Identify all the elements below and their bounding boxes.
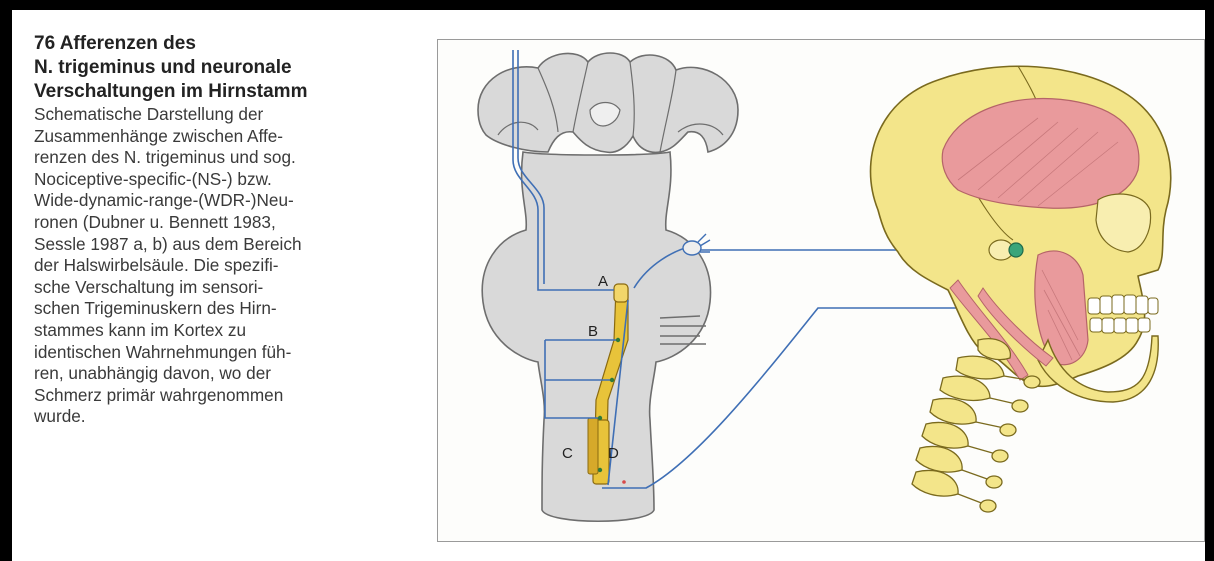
anatomy-diagram: A B C D	[438, 40, 1204, 541]
caption-line: identischen Wahrnehmungen füh-	[34, 342, 422, 364]
caption-line: Zusammenhänge zwischen Affe-	[34, 126, 422, 148]
trigeminal-ganglion	[683, 234, 710, 255]
caption-line: Nociceptive-specific-(NS-) bzw.	[34, 169, 422, 191]
caption-line: Schmerz primär wahrgenommen	[34, 385, 422, 407]
skull-illustration	[871, 66, 1171, 402]
caption-line: wurde.	[34, 406, 422, 428]
figure-title-line: N. trigeminus und neuronale	[34, 56, 422, 80]
caption-line: ren, unabhängig davon, wo der	[34, 363, 422, 385]
caption-line: der Halswirbelsäule. Die spezifi-	[34, 255, 422, 277]
red-marker-dot	[622, 480, 626, 484]
black-frame-right	[1205, 0, 1214, 561]
caption-line: ronen (Dubner u. Bennett 1983,	[34, 212, 422, 234]
label-b: B	[588, 323, 598, 340]
label-d: D	[608, 445, 619, 462]
figure-title-line: Verschaltungen im Hirnstamm	[34, 80, 422, 104]
caption-line: stammes kann im Kortex zu	[34, 320, 422, 342]
label-c: C	[562, 445, 573, 462]
caption-line: Wide-dynamic-range-(WDR-)Neu-	[34, 190, 422, 212]
caption-line: renzen des N. trigeminus und sog.	[34, 147, 422, 169]
black-frame-top	[0, 0, 1214, 10]
figure-caption: Schematische Darstellung der Zusammenhän…	[34, 104, 422, 428]
caption-line: schen Trigeminuskern des Hirn-	[34, 298, 422, 320]
tmj-marker	[1009, 243, 1023, 257]
caption-column: 76 Afferenzen des N. trigeminus und neur…	[34, 32, 422, 428]
label-a: A	[598, 273, 608, 290]
caption-line: Sessle 1987 a, b) aus dem Bereich	[34, 234, 422, 256]
figure-panel: A B C D	[437, 39, 1205, 542]
teeth	[1088, 295, 1158, 333]
figure-title: 76 Afferenzen des N. trigeminus und neur…	[34, 32, 422, 104]
black-frame-left	[0, 0, 12, 561]
figure-title-line: 76 Afferenzen des	[34, 32, 422, 56]
caption-line: sche Verschaltung im sensori-	[34, 277, 422, 299]
caption-line: Schematische Darstellung der	[34, 104, 422, 126]
